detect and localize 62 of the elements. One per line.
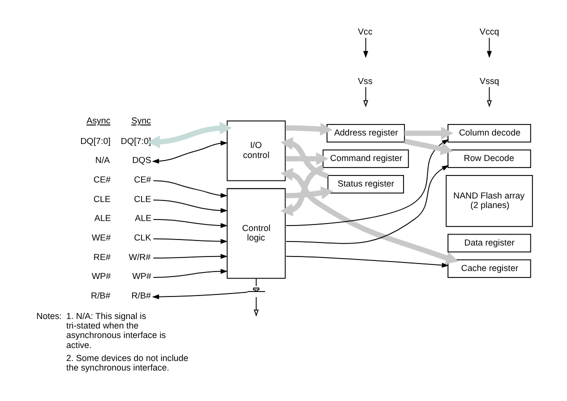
node-label: DQ[7:0] [80, 136, 111, 146]
node-text: DQ[7:0] [120, 136, 152, 146]
node-text: ALE [134, 213, 152, 224]
node-text: Vssq [480, 76, 500, 86]
node-text: CE# [134, 174, 152, 184]
node-label: WP# [92, 271, 111, 282]
node-label: N/A [95, 155, 110, 166]
node-text: W/R# [128, 252, 151, 262]
arrow [152, 254, 228, 259]
arrow [152, 140, 228, 164]
node-box: Control logic [226, 188, 286, 279]
node-text: DQS [132, 155, 152, 166]
label: 1. N/A: This signal is tri-stated when the asynchronous interface is active. [66, 310, 166, 350]
node-text: R/B# [131, 290, 151, 301]
node-text: WP# [132, 271, 152, 282]
arrow [486, 37, 492, 58]
label: 2. Some devices do not include the synchronous interface. [66, 353, 188, 373]
node-label: WE# [92, 232, 111, 243]
label: Notes: [36, 310, 62, 321]
node-text: Vss [358, 76, 372, 86]
arrow [363, 86, 368, 108]
node-box: Row Decode [448, 149, 532, 168]
arrow [152, 238, 228, 244]
arrow [486, 86, 492, 108]
arrow [286, 152, 328, 166]
node-box: Status register [327, 175, 404, 194]
node-text: Vccq [480, 26, 500, 37]
arrow [152, 200, 228, 213]
node-box: I/O control [226, 120, 286, 182]
arrow [280, 168, 458, 264]
node-box: Cache register [448, 259, 532, 278]
label: Sync [131, 116, 151, 126]
node-label: CLE [94, 194, 111, 204]
arrow [363, 37, 368, 58]
arrow [286, 139, 450, 226]
arrow [254, 296, 259, 317]
label: Async [86, 116, 110, 126]
arrow [280, 164, 324, 216]
node-text: CLE [134, 194, 152, 204]
arrow [152, 268, 228, 278]
arrow [286, 165, 449, 244]
arrow [404, 138, 454, 156]
node-label: ALE [94, 213, 112, 224]
arrow [148, 122, 232, 148]
arrow [404, 126, 454, 140]
node-text: CLK [134, 232, 152, 243]
arrow [286, 256, 449, 268]
arrow [152, 292, 248, 300]
node-box: Column decode [448, 124, 532, 142]
node-label: R/B# [90, 290, 110, 301]
arrow [280, 137, 329, 179]
arrow [286, 122, 332, 136]
node-box: Command register [322, 149, 409, 168]
arrow [286, 186, 334, 200]
arrow [152, 180, 228, 198]
node-box: NAND Flash array (2 planes) [446, 175, 533, 227]
arrow [152, 218, 228, 228]
node-text: Vcc [358, 26, 372, 37]
node-box: Data register [448, 234, 532, 252]
node-label: RE# [94, 252, 111, 262]
node-box: Address register [326, 124, 405, 142]
node-label: CE# [94, 174, 111, 184]
